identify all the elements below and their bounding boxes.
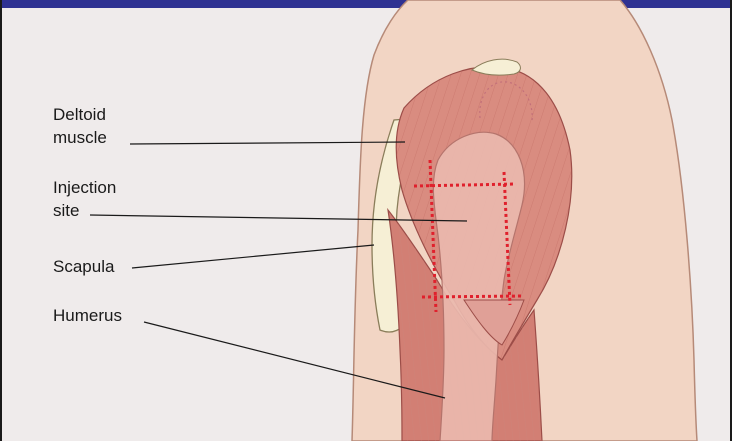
humerus-label: Humerus — [53, 305, 122, 326]
deltoid-label-line1: Deltoid — [53, 104, 106, 125]
injection-site-label-line1: Injection — [53, 177, 116, 198]
deltoid-label-line2: muscle — [53, 127, 107, 148]
injection-site-label-line2: site — [53, 200, 79, 221]
scapula-leader-line — [132, 245, 374, 268]
scapula-label: Scapula — [53, 256, 114, 277]
